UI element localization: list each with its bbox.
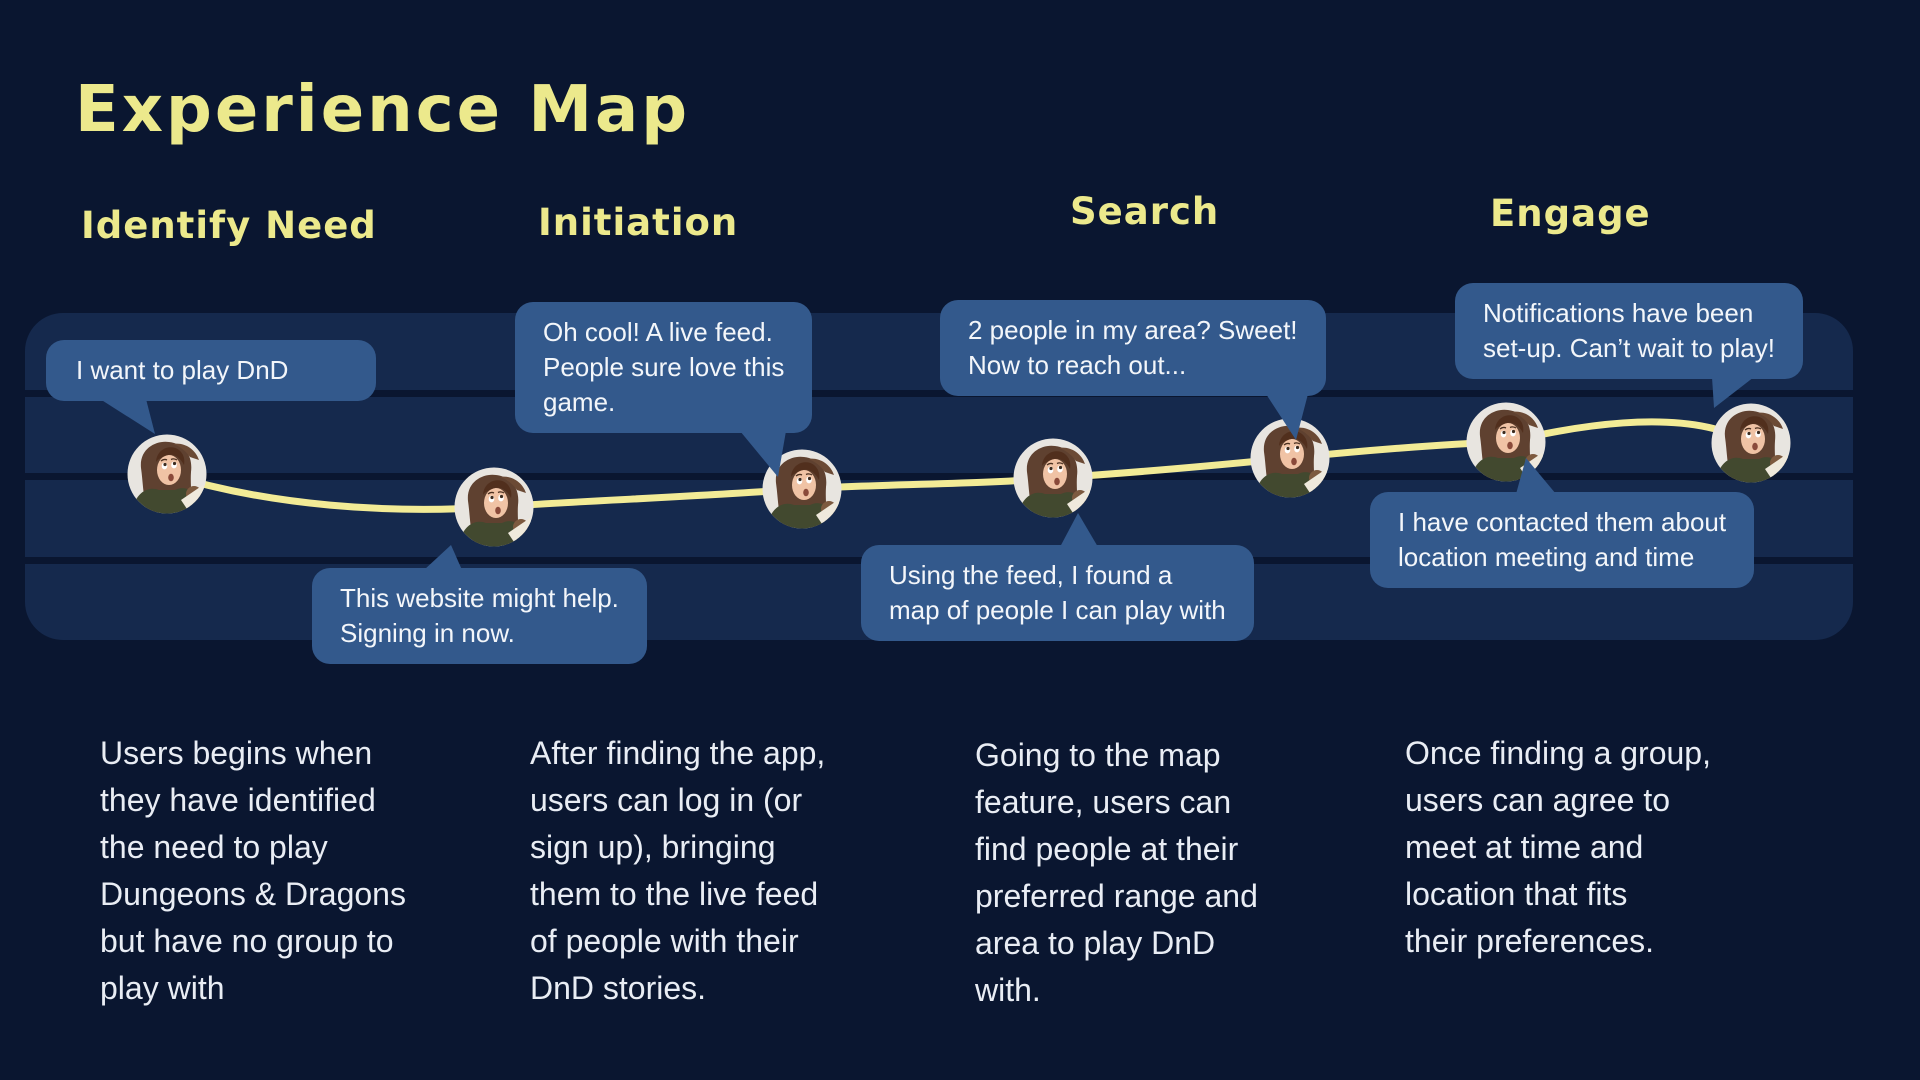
speech-bubble: Notifications have been set-up. Can’t wa… (1455, 283, 1803, 379)
stage-description-identify-need: Users begins when they have identified t… (100, 735, 406, 1006)
speech-bubble: Using the feed, I found a map of people … (861, 545, 1254, 641)
user-avatar (1711, 403, 1791, 483)
user-avatar (762, 449, 842, 529)
speech-bubble: Oh cool! A live feed. People sure love t… (515, 302, 813, 433)
user-avatar (1466, 402, 1546, 482)
user-avatar (1013, 438, 1093, 518)
stage-description-search: Going to the map feature, users can find… (975, 737, 1258, 1008)
speech-bubble: I have contacted them about location mee… (1370, 492, 1755, 588)
page-title: Experience Map (75, 73, 690, 147)
user-avatar (454, 467, 534, 547)
stage-label-initiation: Initiation (538, 201, 739, 244)
stage-label-engage: Engage (1490, 192, 1651, 235)
timeline-band-row (25, 396, 1853, 473)
stage-description-initiation: After finding the app, users can log in … (530, 735, 826, 1006)
speech-bubble: This website might help. Signing in now. (312, 568, 647, 664)
user-avatar (1250, 418, 1330, 498)
user-avatar (127, 434, 207, 514)
stage-description-engage: Once finding a group, users can agree to… (1405, 735, 1711, 959)
stage-label-identify-need: Identify Need (81, 204, 377, 247)
stage-label-search: Search (1070, 190, 1220, 233)
speech-bubble: I want to play DnD (46, 340, 376, 401)
speech-bubble: 2 people in my area? Sweet! Now to reach… (940, 300, 1326, 396)
